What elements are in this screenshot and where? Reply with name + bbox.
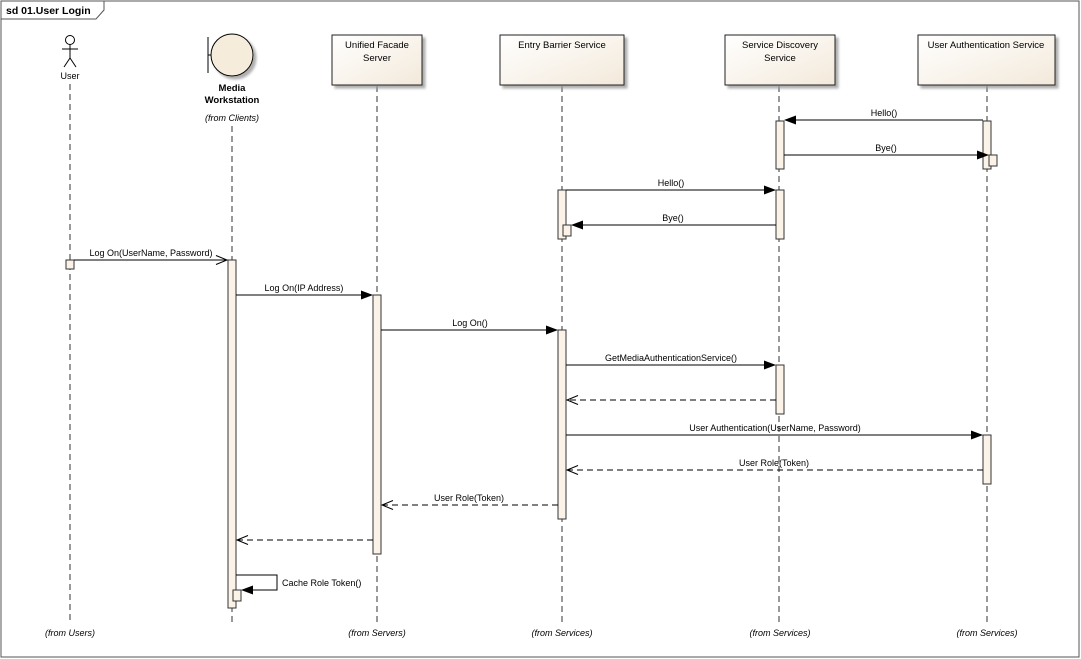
activation-bar <box>557 329 567 520</box>
message-label: User Authentication(UserName, Password) <box>689 423 861 433</box>
footer-sds: (from Services) <box>749 628 810 638</box>
footer-ufs: (from Servers) <box>348 628 406 638</box>
actor-icon <box>62 35 78 68</box>
message-label: Hello() <box>658 178 685 188</box>
activation-bars <box>65 120 998 609</box>
boundary-icon <box>207 33 254 77</box>
activation-bar <box>982 434 992 485</box>
return-arrowhead <box>565 465 579 475</box>
message-label: User Role(Token) <box>434 493 504 503</box>
activation-bar <box>775 364 785 415</box>
boundary-label-line-1: Media <box>219 83 247 94</box>
async-arrowhead <box>215 255 229 265</box>
actor-label: User <box>60 71 79 81</box>
message-label: Bye() <box>875 143 897 153</box>
lifeline-box-uas: User Authentication Service <box>917 34 1056 86</box>
sync-arrowhead <box>241 585 253 595</box>
lifeline-lines <box>69 84 988 622</box>
message-label: GetMediaAuthenticationService() <box>605 353 737 363</box>
activation-bar <box>775 189 785 240</box>
activation-bar <box>562 224 572 237</box>
message-label: User Role(Token) <box>739 458 809 468</box>
self-message-line <box>236 574 278 591</box>
box-label-line-1: Unified Facade <box>345 40 409 51</box>
sync-arrowhead <box>546 325 558 335</box>
activation-bar <box>982 120 992 170</box>
messages: Hello() Bye() Hello() Bye() Log On(UserN… <box>74 108 989 595</box>
sync-arrowhead <box>971 430 983 440</box>
box-label-line-1: User Authentication Service <box>928 40 1045 51</box>
activation-bar <box>65 259 75 270</box>
lifeline-box-sds: Service Discovery Service <box>724 34 836 86</box>
lifeline-box-ebs: Entry Barrier Service <box>499 34 625 86</box>
box-label-line-1: Entry Barrier Service <box>518 40 606 51</box>
boundary-origin-note: (from Clients) <box>205 113 259 123</box>
box-label-line-1: Service Discovery <box>742 40 818 51</box>
sync-arrowhead <box>977 150 989 160</box>
box-label-line-2: Service <box>764 53 796 64</box>
activation-bar <box>988 154 998 167</box>
sync-arrowhead <box>784 115 796 125</box>
activation-bar <box>227 259 237 609</box>
footer-ebs: (from Services) <box>531 628 592 638</box>
activation-bar <box>372 294 382 555</box>
sync-arrowhead <box>571 220 583 230</box>
activation-bar <box>232 589 242 602</box>
sync-arrowhead <box>361 290 373 300</box>
frame-tab <box>0 0 105 20</box>
box-label-line-2: Server <box>363 53 391 64</box>
activation-bar <box>557 189 567 240</box>
return-arrowhead <box>565 395 579 405</box>
sync-arrowhead <box>764 185 776 195</box>
activation-bar <box>775 120 785 170</box>
frame-title: sd 01.User Login <box>6 5 91 17</box>
sync-arrowhead <box>764 360 776 370</box>
footer-user: (from Users) <box>45 628 95 638</box>
message-label: Log On(UserName, Password) <box>89 248 212 258</box>
lifeline-box-ufs: Unified Facade Server <box>331 34 423 86</box>
message-label: Cache Role Token() <box>282 578 361 588</box>
return-arrowhead <box>380 500 394 510</box>
return-arrowhead <box>235 535 249 545</box>
message-label: Bye() <box>662 213 684 223</box>
message-label: Log On() <box>452 318 488 328</box>
footer-uas: (from Services) <box>956 628 1017 638</box>
message-label: Hello() <box>871 108 898 118</box>
boundary-label-line-2: Workstation <box>205 95 260 106</box>
lifeline-footers: (from Users) (from Servers) (from Servic… <box>45 628 1018 638</box>
message-label: Log On(IP Address) <box>265 283 344 293</box>
